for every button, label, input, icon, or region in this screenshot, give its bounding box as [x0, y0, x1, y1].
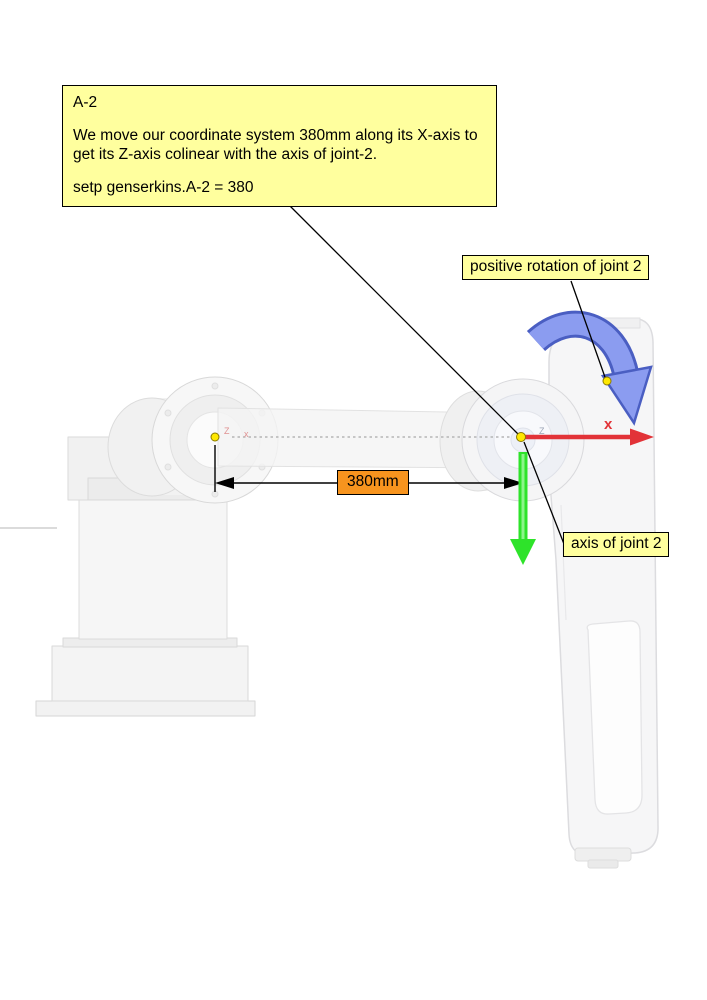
left-frame-z-label: Z	[224, 426, 230, 436]
callout-spacer	[73, 113, 486, 126]
dimension-arrowhead-left	[215, 477, 234, 489]
pedestal-column	[78, 496, 228, 640]
base-ring	[51, 645, 249, 702]
right-frame-z-label: Z	[539, 426, 545, 436]
label-positive-rotation: positive rotation of joint 2	[462, 255, 650, 280]
dimension-arrowhead-right	[504, 477, 523, 489]
marker-dot-left-joint	[210, 432, 220, 442]
callout-a2: A-2 We move our coordinate system 380mm …	[62, 85, 497, 208]
y-axis-arrow	[510, 452, 536, 565]
callout-spacer	[73, 165, 486, 178]
marker-dot-joint2-center	[516, 432, 526, 442]
robot-forearm-foot	[574, 847, 632, 862]
rotation-arrow-body	[528, 313, 637, 378]
y-axis-head	[510, 539, 536, 565]
leader-rotation-label	[570, 280, 607, 381]
coordinate-frame-glyphs: Z x Z	[224, 426, 545, 439]
callout-command: setp genserkins.A-2 = 380	[73, 178, 254, 196]
robot-render	[35, 317, 659, 869]
label-axis-of-joint2: axis of joint 2	[563, 532, 670, 557]
base-plate	[35, 700, 256, 717]
joint2-rotation-arrow	[526, 310, 653, 426]
robot-forearm-slot	[586, 620, 643, 815]
robot-forearm-ridge	[560, 504, 567, 621]
rotation-arrow-head	[600, 365, 653, 426]
x-axis-label: x	[604, 416, 613, 433]
left-frame-x-label: x	[244, 429, 249, 439]
callout-body: We move our coordinate system 380mm alon…	[73, 126, 478, 164]
robot-forearm-foot-pad	[587, 859, 619, 869]
dimension-label: 380mm	[337, 470, 409, 495]
x-axis-arrow: x	[525, 416, 654, 446]
leader-axis-label	[523, 441, 565, 545]
marker-dots	[210, 376, 612, 442]
marker-dot-rotation	[602, 376, 612, 386]
leader-callout-to-joint2	[283, 199, 521, 437]
leader-lines	[283, 199, 607, 545]
x-axis-head	[630, 428, 654, 446]
callout-title: A-2	[73, 94, 98, 111]
